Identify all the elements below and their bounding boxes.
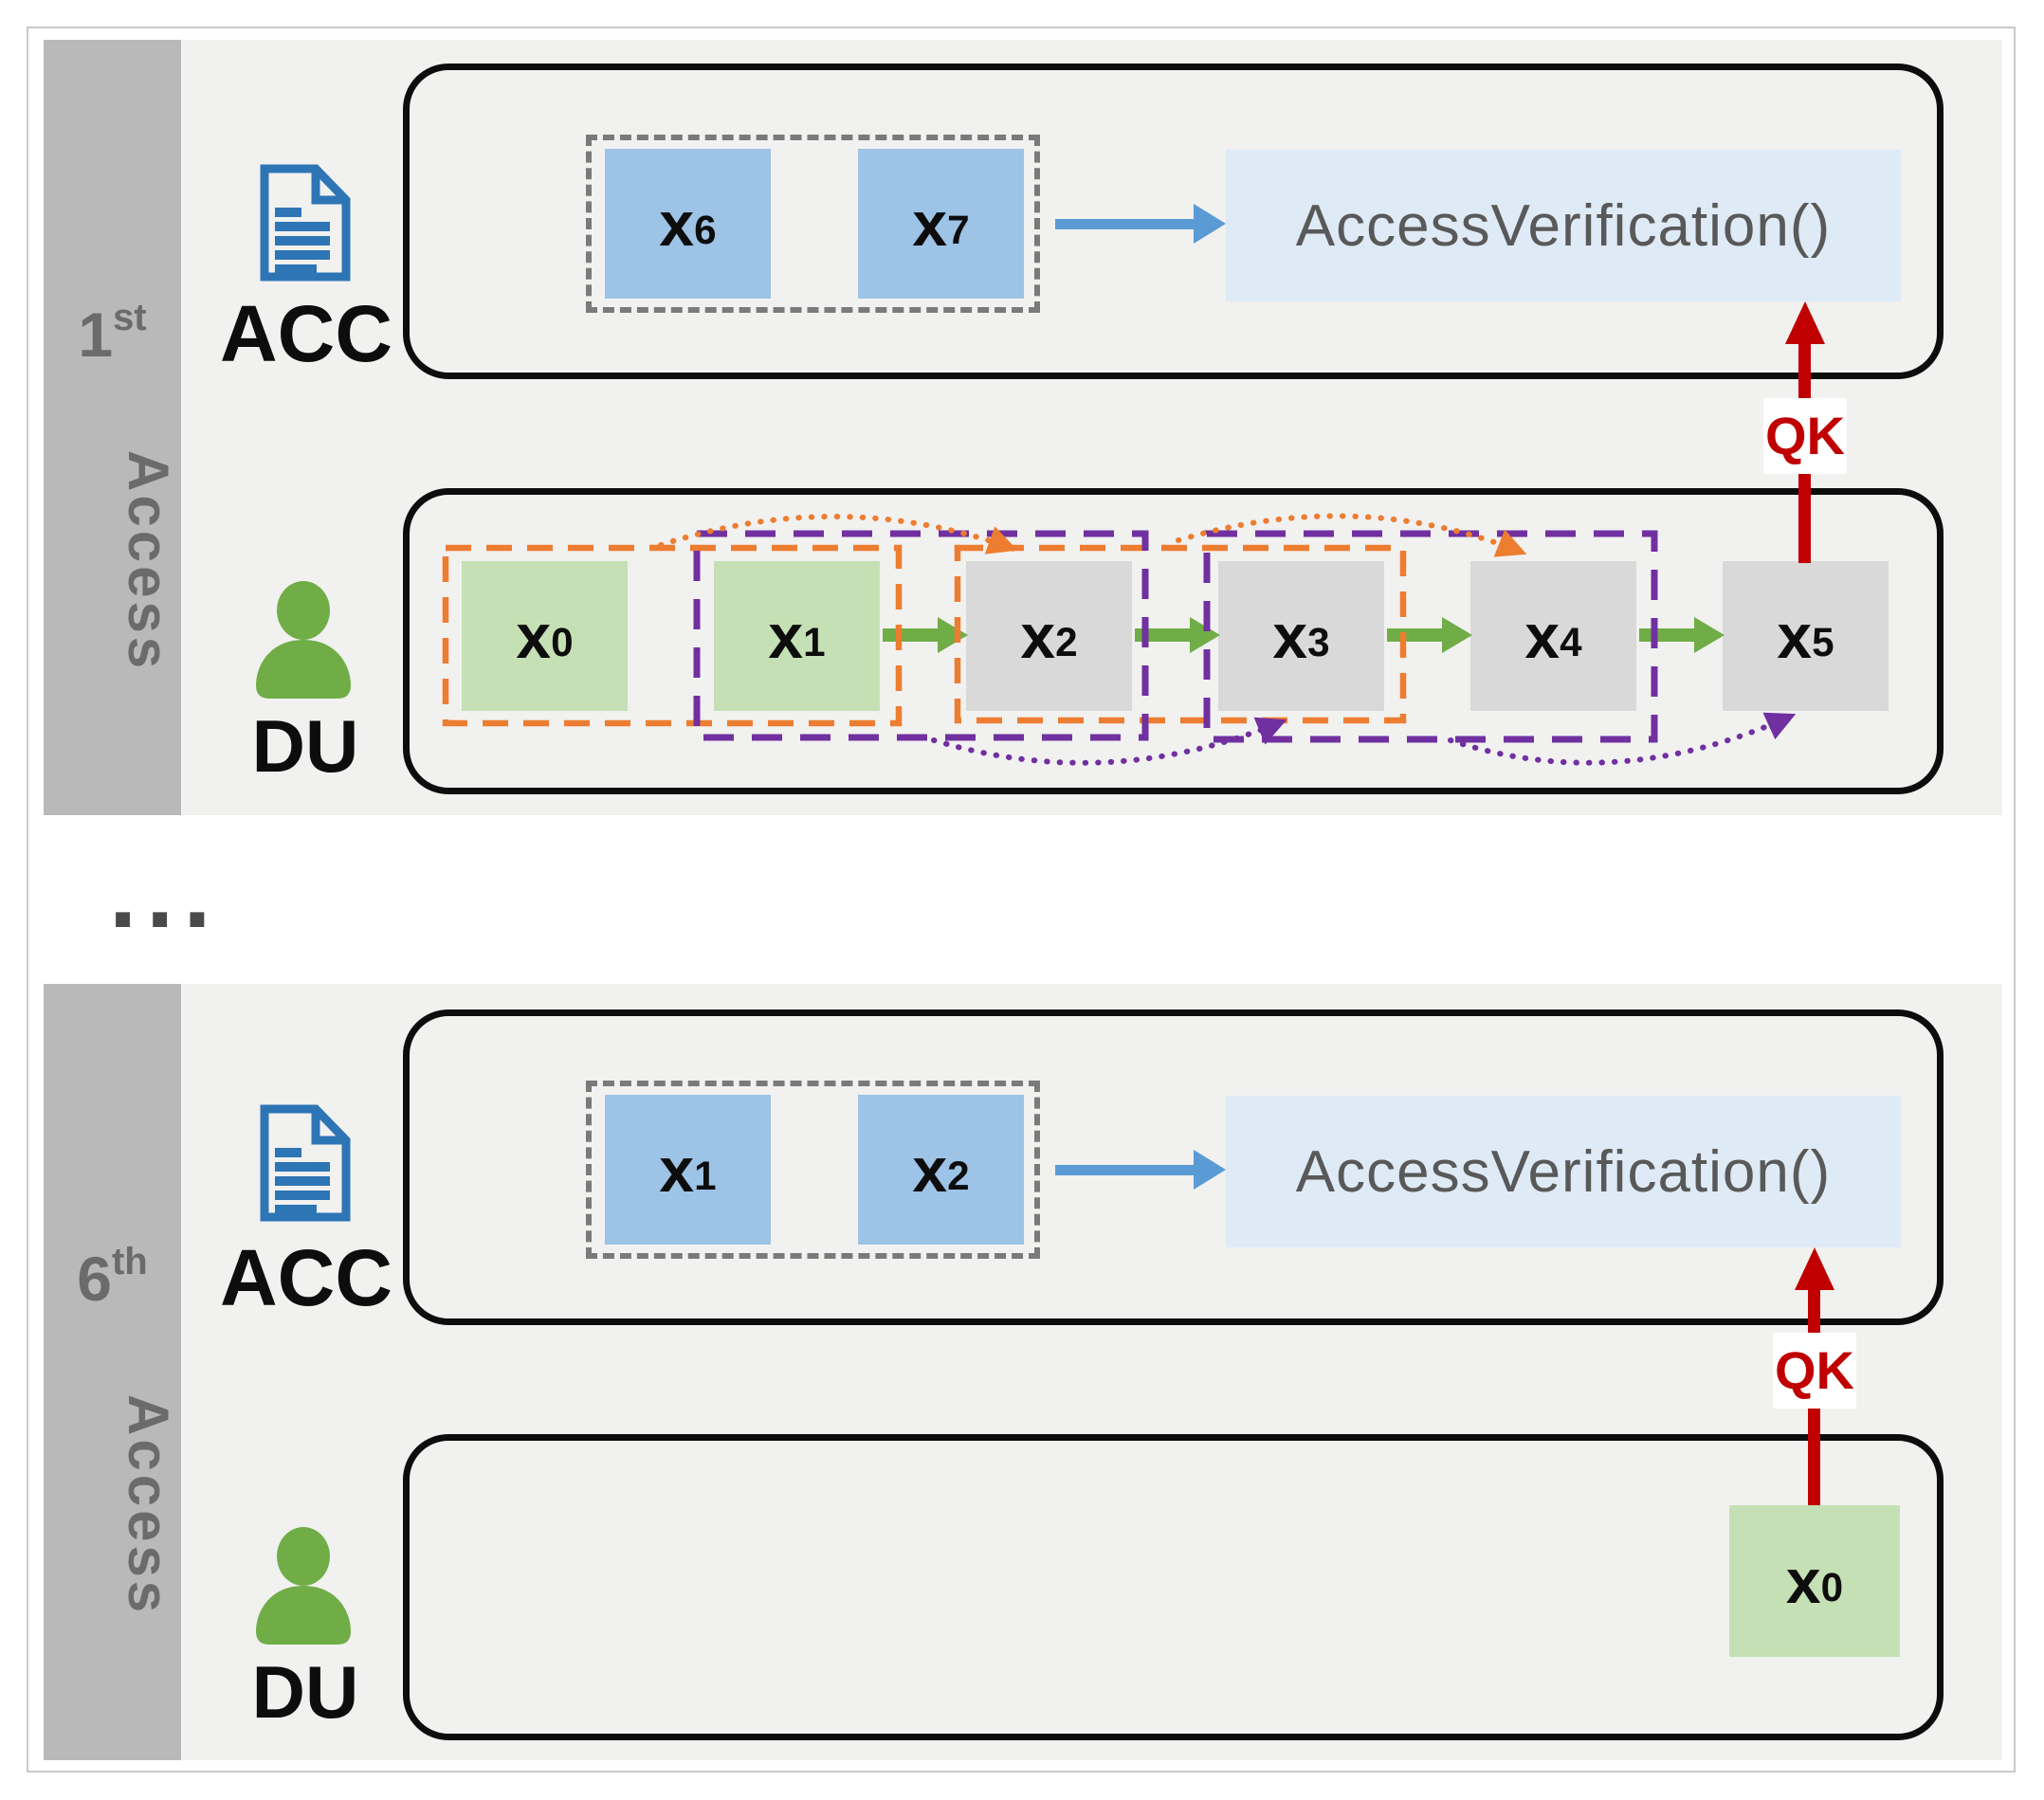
access-verification-box-first: AccessVerification() [1226, 150, 1901, 301]
qk-arrow-head-first [1785, 301, 1825, 344]
acc-container-sixth [403, 1009, 1944, 1325]
token-sub: 0 [1820, 1564, 1844, 1609]
tokens-to-verification-arrow [1055, 219, 1194, 229]
first-access-word: Access [117, 449, 180, 673]
token-base: x [768, 601, 804, 671]
du-container-first [403, 488, 1944, 794]
token-sub: 1 [694, 1153, 717, 1198]
token-base: x [912, 189, 948, 259]
acc-token-window-sixth [586, 1081, 1040, 1259]
acc-entity-label: ACC [220, 289, 392, 378]
acc-token-window-first [586, 135, 1040, 313]
token-base: x [659, 1135, 695, 1205]
ordinal-number: 6 [77, 1244, 112, 1314]
du-entity-label: DU [251, 704, 359, 788]
token-base: x [1272, 601, 1308, 671]
token-sub: 1 [803, 619, 826, 664]
sidebar-first-access: 1st Access [44, 40, 181, 815]
token-base: x [1524, 601, 1560, 671]
ordinal-suffix: th [111, 1241, 148, 1282]
token-sub: 2 [947, 1153, 970, 1198]
access-verification-label: AccessVerification() [1295, 192, 1832, 259]
access-verification-label: AccessVerification() [1295, 1138, 1832, 1205]
token-base: x [659, 189, 695, 259]
token-base: x [1777, 601, 1813, 671]
token-sub: 6 [694, 207, 717, 252]
du-container-sixth [403, 1434, 1944, 1740]
sixth-access-word: Access [117, 1393, 180, 1617]
qk-label-first: QK [1763, 398, 1847, 474]
access-verification-box-sixth: AccessVerification() [1226, 1096, 1901, 1247]
token-sub: 3 [1307, 619, 1330, 664]
qk-arrow-head-sixth [1795, 1247, 1834, 1290]
person-icon [256, 1527, 351, 1645]
acc-container-first [403, 64, 1944, 379]
tokens-to-verification-arrowhead [1194, 1150, 1226, 1190]
token-sub: 2 [1055, 619, 1078, 664]
token-sub: 7 [947, 207, 970, 252]
token-base: x [516, 601, 552, 671]
person-icon [256, 581, 351, 699]
document-icon [260, 1104, 351, 1222]
document-icon [260, 164, 351, 282]
token-base: x [912, 1135, 948, 1205]
token-base: x [1020, 601, 1056, 671]
tokens-to-verification-arrow [1055, 1165, 1194, 1175]
token-sub: 4 [1560, 619, 1582, 664]
ordinal-number: 1 [78, 300, 114, 370]
first-access-ordinal: 1st [44, 284, 181, 368]
ordinal-suffix: st [113, 297, 147, 338]
outer-border [27, 27, 2016, 1773]
acc-entity-label: ACC [220, 1233, 392, 1322]
ellipsis-divider: ... [109, 838, 221, 949]
tokens-to-verification-arrowhead [1194, 204, 1226, 244]
token-base: x [1785, 1546, 1821, 1616]
token-sub: 0 [551, 619, 574, 664]
token-sub: 5 [1812, 619, 1834, 664]
qk-label-sixth: QK [1773, 1333, 1856, 1409]
sixth-access-ordinal: 6th [44, 1228, 181, 1312]
du-entity-label: DU [251, 1650, 359, 1734]
sidebar-sixth-access: 6th Access [44, 984, 181, 1760]
